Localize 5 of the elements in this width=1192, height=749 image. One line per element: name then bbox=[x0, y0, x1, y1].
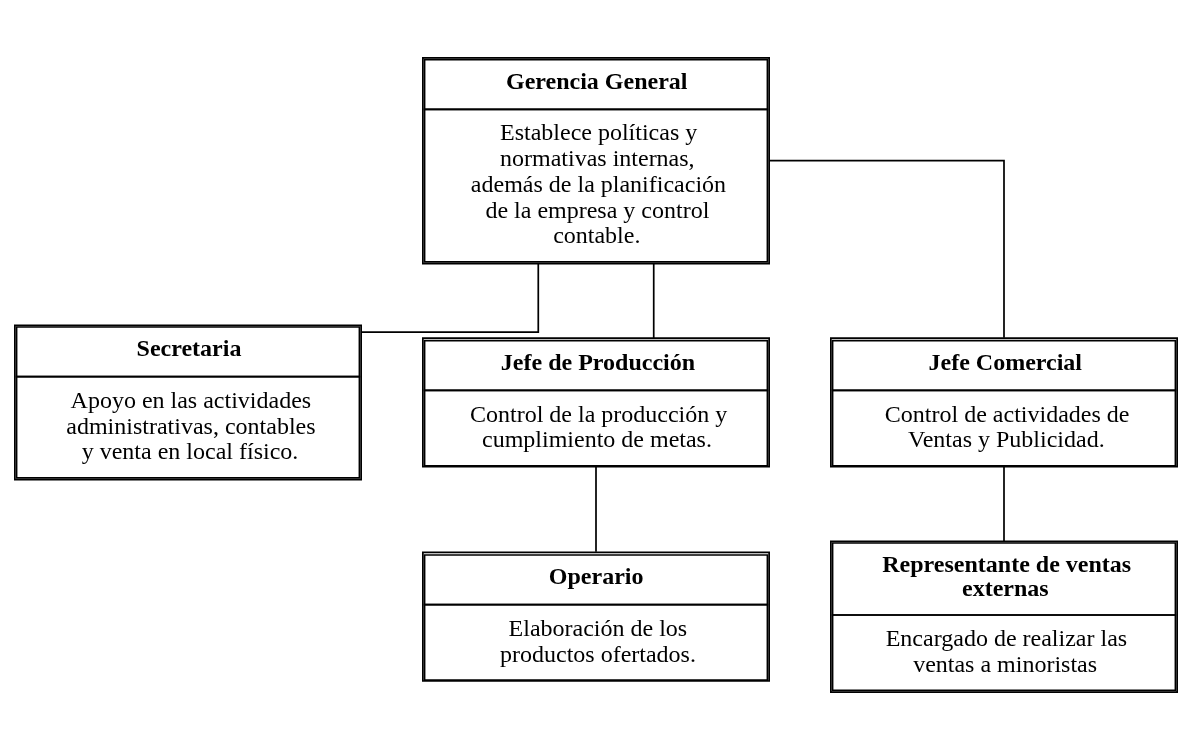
connector bbox=[595, 465, 597, 553]
connector bbox=[360, 262, 540, 333]
connector bbox=[768, 159, 1005, 338]
connector bbox=[652, 262, 655, 339]
connector bbox=[1003, 465, 1005, 542]
